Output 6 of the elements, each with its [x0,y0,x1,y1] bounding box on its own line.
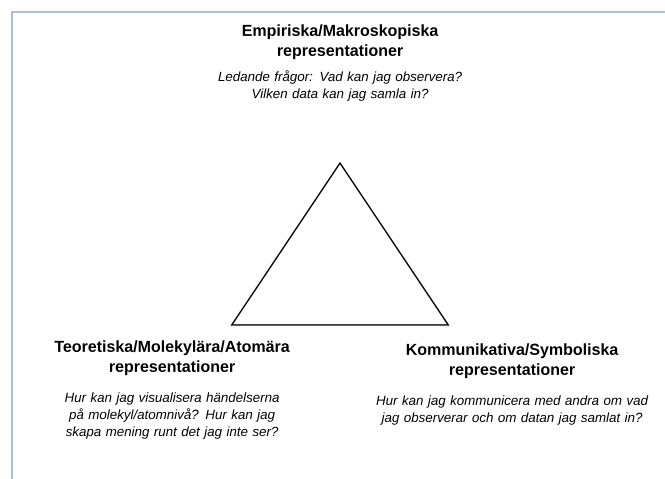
question-text: Hur kan jag kommunicera med andra om vad jag observerar och om datan jag samlat in? [376,395,648,425]
question-text: Hur kan jag visualisera händelserna på molekyl/atomnivå? Hur kan jag skapa mening runt det jag inte ser? [64,392,279,439]
heading-text: Teoretiska/Molekylära/Atomära representationer [54,340,290,376]
heading-text: Kommunikativa/Symboliska representationer [406,343,618,378]
heading-text: Empiriska/Makroskopiska representationer [242,24,438,60]
question-text: Ledande frågor: Vad kan jag observera? Vilken data kan jag samla in? [218,70,462,101]
